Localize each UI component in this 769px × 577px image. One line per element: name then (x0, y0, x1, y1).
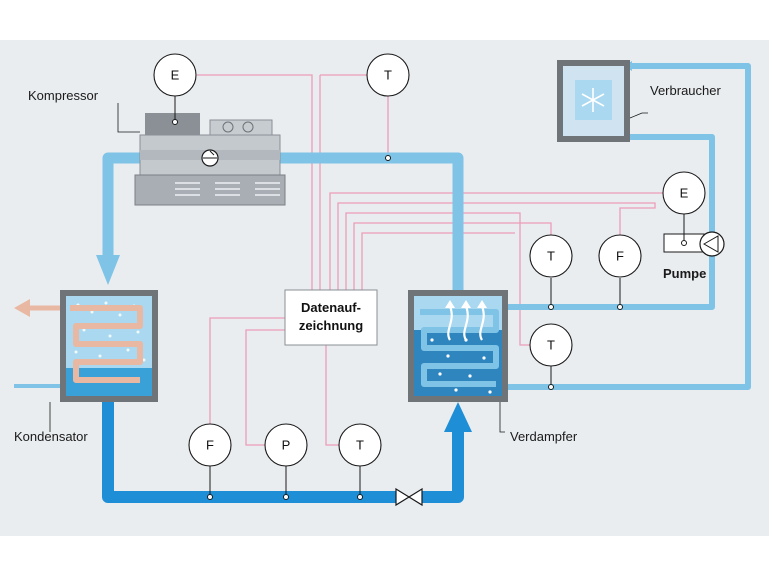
svg-text:E: E (680, 186, 689, 201)
gauge-bottom-temperature: T (338, 423, 382, 467)
secondary-circuit (505, 63, 751, 390)
flow-arrow-down (96, 255, 120, 285)
svg-text:T: T (384, 68, 392, 83)
gauge-bottom-pressure: P (264, 423, 308, 467)
signal-lines (197, 74, 663, 446)
liquid-pipe (102, 400, 464, 503)
svg-text:F: F (206, 438, 214, 453)
snowflake-icon (581, 88, 605, 112)
expansion-valve-icon (395, 487, 423, 507)
evaporator (408, 290, 508, 402)
sensor-leads (172, 96, 623, 500)
gauge-right-flow: F (598, 234, 642, 278)
svg-text:T: T (547, 338, 555, 353)
svg-text:E: E (171, 68, 180, 83)
consumer-unit (557, 60, 630, 142)
data-logger-box: Datenauf- zeichnung (284, 289, 378, 346)
svg-text:Datenauf-: Datenauf- (301, 300, 361, 315)
condenser-coolant-out-arrow (14, 299, 30, 317)
compressor (134, 113, 286, 206)
label-compressor: Kompressor (28, 88, 99, 103)
svg-text:T: T (547, 249, 555, 264)
gauge-top-temperature: T (366, 53, 410, 97)
gauge-pump-energy: E (662, 171, 706, 215)
diagram-background (0, 40, 769, 536)
flow-arrow-up (444, 402, 472, 432)
gauge-compressor-energy: E (153, 53, 197, 97)
pump (663, 205, 725, 257)
label-consumer: Verbraucher (650, 83, 721, 98)
gauge-right-temperature-2: T (529, 323, 573, 367)
label-pump: Pumpe (663, 266, 706, 281)
leader-lines (49, 103, 648, 433)
svg-text:zeichnung: zeichnung (299, 318, 363, 333)
svg-text:P: P (282, 438, 291, 453)
label-condenser: Kondensator (14, 429, 88, 444)
gauge-right-temperature-1: T (529, 234, 573, 278)
label-evaporator: Verdampfer (510, 429, 578, 444)
condenser (60, 290, 158, 402)
svg-text:T: T (356, 438, 364, 453)
gauge-bottom-flow: F (188, 423, 232, 467)
suction-pipe (102, 152, 464, 292)
svg-text:F: F (616, 249, 624, 264)
